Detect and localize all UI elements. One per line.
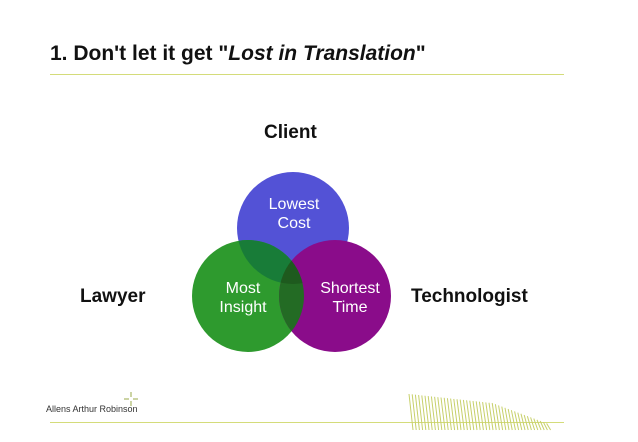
hatch-line <box>530 417 536 431</box>
hatch-line <box>456 399 462 431</box>
hatch-line <box>539 420 545 431</box>
hatch-line <box>427 396 433 431</box>
circle-left-line1: Most <box>225 280 261 297</box>
circle-shortest-time <box>279 240 391 352</box>
hatch-line <box>472 400 478 431</box>
hatch-line <box>450 398 456 431</box>
hatch-line <box>507 408 513 431</box>
hatch-line <box>498 405 504 431</box>
top-divider <box>50 74 564 75</box>
hatch-line <box>459 399 465 431</box>
hatch-line <box>424 395 430 431</box>
title-prefix: 1. Don't let it get " <box>50 42 229 65</box>
circle-label-shortest-time: Shortest Time <box>310 279 390 317</box>
hatch-line <box>520 413 526 431</box>
company-logo-text: Allens Arthur Robinson <box>46 404 138 414</box>
circle-right-line1: Shortest <box>320 280 380 297</box>
hatch-line <box>526 416 532 431</box>
circle-label-lowest-cost: Lowest Cost <box>254 195 334 233</box>
circle-top-line1: Lowest <box>268 196 320 213</box>
hatch-line <box>418 394 424 431</box>
label-client: Client <box>264 122 317 143</box>
label-technologist: Technologist <box>411 286 528 307</box>
hatch-line <box>514 411 520 431</box>
title-suffix: " <box>415 42 426 65</box>
hatch-line <box>482 401 488 431</box>
hatch-line <box>501 406 507 431</box>
decorative-hatch-graphic <box>408 393 552 431</box>
hatch-line <box>523 414 529 431</box>
hatch-line <box>478 401 484 431</box>
hatch-line <box>510 410 516 431</box>
circle-left-line2: Insight <box>219 299 267 316</box>
hatch-line <box>462 399 468 431</box>
title-emphasis: Lost in Translation <box>228 42 416 65</box>
hatch-line <box>453 398 459 431</box>
hatch-line <box>437 397 443 431</box>
hatch-line <box>546 423 552 431</box>
hatch-line <box>491 402 497 431</box>
hatch-line <box>414 394 420 431</box>
hatch-line <box>411 394 417 431</box>
hatch-line <box>488 402 494 431</box>
hatch-line <box>504 407 510 431</box>
hatch-line <box>408 393 414 431</box>
circle-top-line2: Cost <box>277 215 311 232</box>
hatch-line <box>469 400 475 431</box>
hatch-line <box>517 412 523 431</box>
hatch-line <box>434 396 440 431</box>
hatch-line <box>443 397 449 431</box>
hatch-line <box>421 395 427 431</box>
overlap-cost-insight <box>237 240 304 284</box>
hatch-line <box>536 419 542 431</box>
slide-title: 1. Don't let it get "Lost in Translation… <box>50 42 426 66</box>
circle-label-most-insight: Most Insight <box>203 279 283 317</box>
hatch-line <box>430 396 436 431</box>
hatch-line <box>446 398 452 431</box>
hatch-line <box>466 400 472 431</box>
hatch-line <box>485 402 491 431</box>
label-lawyer: Lawyer <box>80 286 146 307</box>
bottom-divider <box>50 422 564 423</box>
logo-cross-icon <box>124 392 138 406</box>
circle-right-line2: Time <box>332 299 368 316</box>
hatch-line <box>494 404 500 431</box>
hatch-line <box>533 418 539 431</box>
hatch-line <box>542 421 548 431</box>
hatch-line <box>475 401 481 431</box>
hatch-line <box>440 397 446 431</box>
